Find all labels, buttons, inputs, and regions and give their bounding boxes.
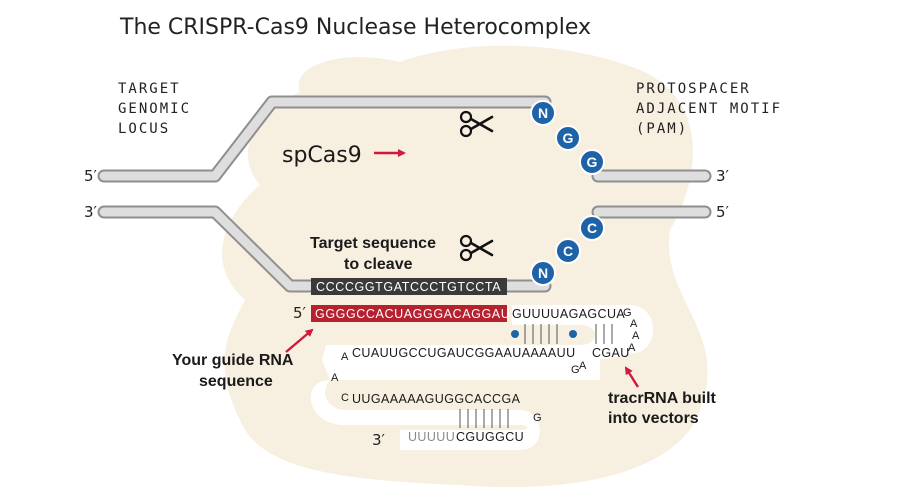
right-loop-bases: G A A A bbox=[623, 307, 640, 354]
pam-label: PROTOSPACER ADJACENT MOTIF (PAM) bbox=[636, 81, 782, 137]
svg-text:C: C bbox=[341, 392, 349, 404]
dna-top-strand bbox=[97, 95, 712, 183]
top-left-end: 5′ bbox=[84, 167, 98, 185]
hairpin-bottom-sequence: CGUGGCU bbox=[456, 430, 524, 444]
svg-text:Target sequence: Target sequence bbox=[310, 235, 436, 252]
svg-text:ADJACENT MOTIF: ADJACENT MOTIF bbox=[636, 101, 782, 117]
guide-rna-label: Your guide RNA sequence bbox=[172, 352, 294, 390]
hairpin-top-sequence: UUGAAAAAGUGGCACCGA bbox=[352, 392, 521, 406]
poly-u-tail: UUUUU bbox=[408, 430, 455, 444]
wobble-pair-dot bbox=[569, 330, 577, 338]
svg-text:G: G bbox=[623, 307, 632, 319]
pam-bottom-nucleotides: N C C bbox=[530, 215, 605, 286]
antirepeat-end-sequence: CGAU bbox=[592, 346, 630, 360]
svg-text:C: C bbox=[587, 220, 597, 236]
svg-text:sequence: sequence bbox=[199, 373, 273, 390]
scissors-icon bbox=[459, 234, 494, 262]
svg-text:GENOMIC: GENOMIC bbox=[118, 101, 191, 117]
bottom-left-end: 3′ bbox=[84, 203, 98, 221]
pam-top-g2: G bbox=[579, 149, 605, 175]
guide-rna-arrow bbox=[285, 328, 314, 353]
wobble-pair-dot bbox=[511, 330, 519, 338]
guide-rna-sequence: GGGGCCACUAGGGACAGGAU bbox=[315, 307, 510, 321]
pam-bottom-c1: C bbox=[555, 238, 581, 264]
svg-text:N: N bbox=[538, 265, 548, 281]
rna-3prime-end: 3′ bbox=[372, 431, 386, 449]
pam-bottom-c2: C bbox=[579, 215, 605, 241]
pam-top-nucleotides: N G G bbox=[530, 100, 605, 175]
svg-text:N: N bbox=[538, 105, 548, 121]
bottom-right-end: 5′ bbox=[716, 203, 730, 221]
repeat-top-sequence: GUUUUAGAGCUA bbox=[512, 307, 625, 321]
top-right-end: 3′ bbox=[716, 167, 730, 185]
svg-text:TARGET: TARGET bbox=[118, 81, 181, 97]
svg-text:into vectors: into vectors bbox=[608, 410, 699, 427]
bulge-bases: G A bbox=[571, 360, 587, 376]
scissors-icon bbox=[459, 110, 494, 138]
svg-text:A: A bbox=[632, 330, 640, 342]
antirepeat-sequence: CUAUUGCCUGAUCGGAAUAAAAUU bbox=[352, 346, 576, 360]
svg-text:to cleave: to cleave bbox=[344, 256, 413, 273]
hairpin-loop-base: G bbox=[533, 412, 542, 424]
svg-text:A: A bbox=[630, 318, 638, 330]
tracrrna-arrow bbox=[624, 366, 640, 388]
guide-rna-bar bbox=[311, 305, 507, 322]
svg-text:tracrRNA built: tracrRNA built bbox=[608, 390, 717, 407]
spcas9-label: spCas9 bbox=[282, 143, 362, 168]
svg-text:(PAM): (PAM) bbox=[636, 121, 688, 137]
diagram-title: The CRISPR-Cas9 Nuclease Heterocomplex bbox=[119, 15, 591, 40]
svg-text:A: A bbox=[628, 342, 636, 354]
target-genomic-locus-label: TARGET GENOMIC LOCUS bbox=[118, 81, 191, 137]
repeat-base-pair-ticks bbox=[524, 324, 613, 344]
pam-bottom-n: N bbox=[530, 260, 556, 286]
left-loop-bases: A A C bbox=[331, 351, 349, 404]
svg-text:A: A bbox=[331, 372, 339, 384]
svg-text:PROTOSPACER: PROTOSPACER bbox=[636, 81, 751, 97]
svg-text:Your guide RNA: Your guide RNA bbox=[172, 352, 294, 369]
target-sequence-bar bbox=[311, 278, 507, 295]
guide-start-end: 5′ bbox=[293, 304, 307, 322]
svg-text:G: G bbox=[571, 364, 580, 376]
svg-text:G: G bbox=[563, 130, 574, 146]
svg-text:LOCUS: LOCUS bbox=[118, 121, 170, 137]
rna-scaffold-body bbox=[322, 305, 654, 380]
svg-text:A: A bbox=[579, 360, 587, 372]
svg-text:G: G bbox=[587, 154, 598, 170]
rna-hairpin-body bbox=[310, 380, 540, 450]
svg-text:C: C bbox=[563, 243, 573, 259]
target-sequence-label: Target sequence to cleave bbox=[310, 235, 436, 273]
hairpin-base-pair-ticks bbox=[459, 409, 509, 428]
target-dna-sequence: CCCCGGTGATCCCTGTCCTA bbox=[316, 280, 501, 294]
pam-top-g1: G bbox=[555, 125, 581, 151]
svg-text:A: A bbox=[341, 351, 349, 363]
tracrrna-label: tracrRNA built into vectors bbox=[608, 390, 717, 427]
pam-top-n: N bbox=[530, 100, 556, 126]
